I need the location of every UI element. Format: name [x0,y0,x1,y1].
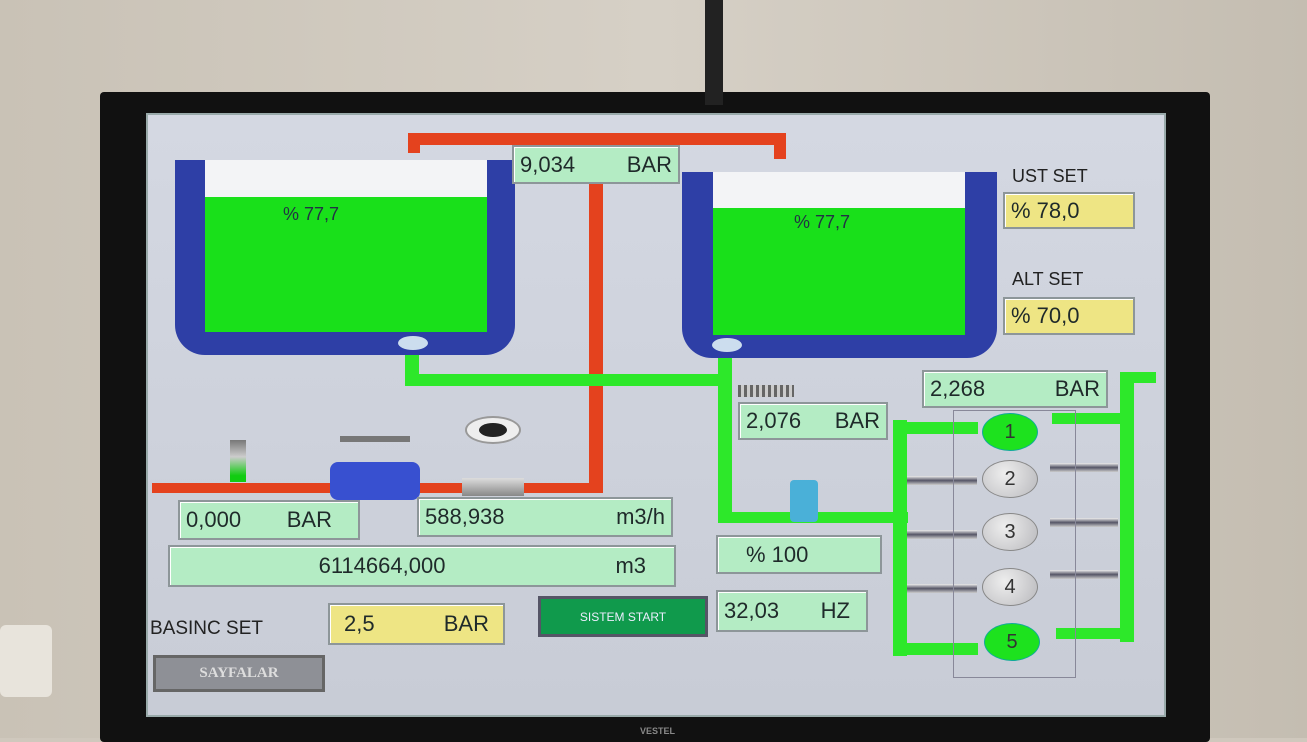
sayfalar-button[interactable]: SAYFALAR [153,655,325,692]
unit: BAR [626,151,672,177]
pipe-pump2-in [907,476,977,485]
unit: HZ [820,598,850,623]
value: 6114664,000 [318,553,446,578]
value: 0,000 [186,507,242,532]
flow-rate-display: 588,938 m3/h [417,497,673,537]
pipe-pump4-in [907,584,977,593]
value: 32,03 [724,598,780,623]
pump-2[interactable]: 2 [982,460,1038,498]
unit: m3/h [616,504,665,529]
pipe-top-left-drop [408,133,420,153]
pipe-green-vertical [718,345,732,523]
tv-brand: VESTEL [640,726,676,736]
pump-3[interactable]: 3 [982,513,1038,551]
total-volume-display: 6114664,000 m3 [168,545,676,587]
pump-1[interactable]: 1 [982,413,1038,451]
pipe-green-horizontal [405,374,732,386]
flow-meter-icon [465,416,521,444]
tank-right-level [713,208,965,335]
pipe-top-right-drop [774,133,786,159]
pump-panel [953,410,1076,678]
header-pressure-display: 9,034 BAR [512,145,680,184]
pipe-pump1-in [893,422,978,434]
unit: BAR [286,507,332,532]
ust-set-label: UST SET [1012,166,1088,186]
basinc-set-input[interactable]: 2,5 BAR [328,603,505,645]
tank-left: % 77,7 [175,160,515,355]
inlet-pressure-display: 0,000 BAR [178,500,360,540]
pipe-pump3-in [907,530,977,539]
pump-header-pressure-display: 2,268 BAR [922,370,1108,408]
gate-valve-icon[interactable] [330,462,420,500]
sistem-start-button[interactable]: SISTEM START [538,596,708,637]
alt-set-label: ALT SET [1012,269,1084,289]
tank-left-outlet-icon [398,336,428,350]
pressure-sensor-icon [230,440,246,482]
control-valve-icon[interactable] [790,480,818,522]
alt-set-input[interactable]: % 70,0 [1003,297,1135,335]
value: 588,938 [425,504,505,529]
suction-pressure-display: 2,076 BAR [738,402,888,440]
value: 2,076 [746,408,802,433]
value: 9,034 [520,151,576,177]
pump-5[interactable]: 5 [984,623,1040,661]
frequency-display: 32,03 HZ [716,590,868,632]
pressure-transmitter-icon [738,385,794,397]
tank-right-level-label: % 77,7 [794,212,851,232]
unit: BAR [1054,376,1100,401]
wall-socket [0,625,52,697]
unit: BAR [834,408,880,433]
value: 2,268 [930,376,986,401]
value: 2,5 [344,611,375,636]
basinc-set-label: BASINC SET [150,618,263,639]
unit: BAR [443,611,489,636]
pipe-green-out [1120,372,1156,383]
pipe-top [408,133,786,145]
tank-right: % 77,7 [682,172,997,358]
pipe-pump3-out [1050,518,1118,527]
tank-left-level-label: % 77,7 [283,204,340,224]
pipe-pump1-out [1052,413,1132,424]
pipe-pump5-in [893,643,978,655]
flow-meter-body-icon [462,478,524,496]
pipe-green-suction-manifold [893,420,907,656]
cable [705,0,723,105]
valve-opening-display: % 100 [716,535,882,574]
pipe-green-discharge-manifold [1120,372,1134,642]
ust-set-input[interactable]: % 78,0 [1003,192,1135,229]
pipe-pump5-out [1056,628,1134,639]
pipe-pump4-out [1050,570,1118,579]
pipe-pump2-out [1050,463,1118,472]
tank-left-level [205,197,487,332]
tank-right-outlet-icon [712,338,742,352]
pump-4[interactable]: 4 [982,568,1038,606]
pipe-red-vertical [589,145,603,493]
valve-handwheel-icon [340,436,410,442]
unit: m3 [615,553,646,578]
